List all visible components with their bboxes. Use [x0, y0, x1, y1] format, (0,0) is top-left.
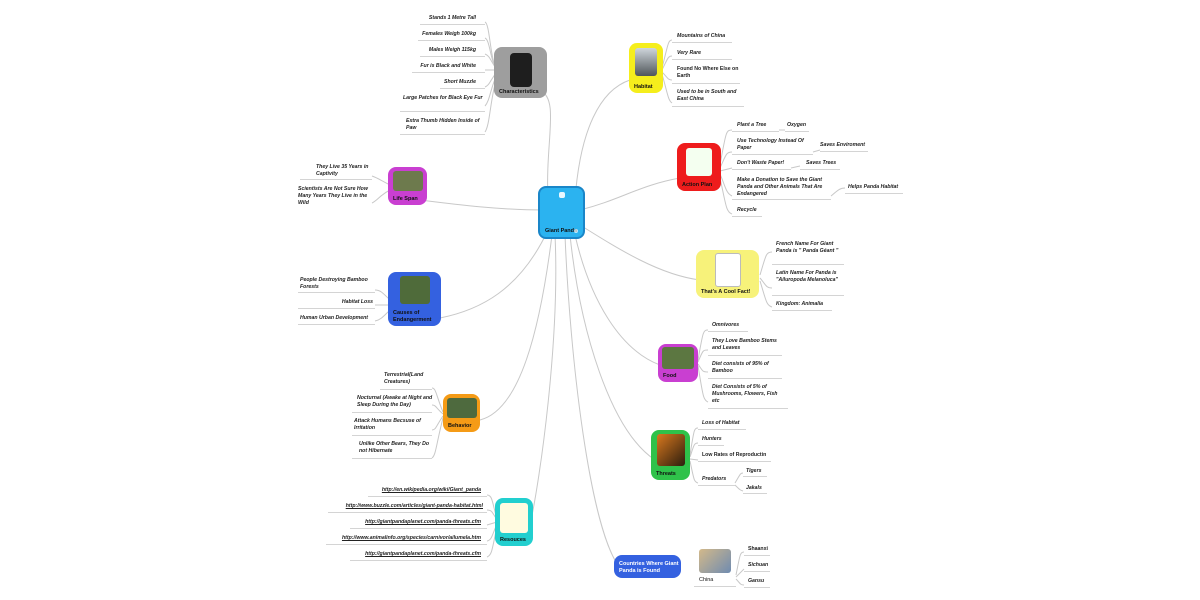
- leaf-text: They Live 35 Years in Captivity: [316, 164, 369, 177]
- collapse-icon[interactable]: [574, 229, 578, 233]
- panda-photo-icon: [392, 171, 423, 191]
- leaf-text: Females Weigh 100kg: [422, 31, 476, 37]
- mountain-icon: [635, 48, 657, 76]
- branch-characteristics[interactable]: Characteristics: [494, 47, 547, 98]
- panda-photo-icon: [446, 398, 477, 418]
- branch-label: Resouces: [500, 536, 526, 543]
- leaf-text: Shaanxi: [748, 546, 768, 552]
- leaf-text: People Destroying Bamboo Forests: [300, 277, 368, 290]
- leaf-text: Fur is Black and White: [420, 63, 476, 69]
- lightbulb-icon: [500, 503, 528, 533]
- leaf-text: Hunters: [702, 436, 722, 442]
- branch-label: Life Span: [393, 195, 418, 202]
- branch-action-plan[interactable]: Action Plan: [677, 143, 721, 191]
- leaf-text: Extra Thumb Hidden Inside of Paw: [406, 118, 480, 131]
- branch-cool-fact[interactable]: That's A Cool Fact!: [696, 250, 759, 298]
- leaf-text: Loss of Habitat: [702, 420, 740, 426]
- leaf-text: Very Rare: [677, 50, 702, 56]
- leaf-text: Saves Trees: [806, 160, 837, 166]
- leaf-text: Nocturnal (Awake at Night and Sleep Duri…: [357, 395, 433, 408]
- leaf-text: Large Patches for Black Eye Fur: [403, 95, 483, 101]
- leaf-text: Males Weigh 115kg: [428, 47, 476, 53]
- central-node-label: Giant Panda: [545, 227, 578, 234]
- resource-link[interactable]: http://giantpandaplanet.com/panda-threat…: [365, 551, 481, 557]
- leaf-text: Diet Consists of 5% of Mushrooms, Flower…: [712, 384, 778, 404]
- leaf-text: Sichuan: [748, 562, 769, 568]
- resource-link[interactable]: http://www.buzzle.com/articles/giant-pan…: [345, 503, 483, 509]
- branch-life-span[interactable]: Life Span: [388, 167, 427, 205]
- branch-label: Characteristics: [499, 88, 539, 95]
- branch-threats[interactable]: Threats: [651, 430, 690, 480]
- leaf-text: Habitat Loss: [341, 299, 373, 305]
- leaf-text: Diet consists of 95% of Bamboo: [712, 361, 769, 374]
- leaf-text: Latin Name For Panda is "Ailuropoda Mela…: [776, 270, 838, 283]
- branch-habitat[interactable]: Habitat: [629, 43, 663, 93]
- map-icon: [699, 549, 731, 573]
- branch-behavior[interactable]: Behavior: [443, 394, 480, 432]
- branch-label: Countries Where Giant Panda is Found: [619, 561, 679, 574]
- branch-food[interactable]: Food: [658, 344, 698, 382]
- branch-label: Action Plan: [682, 181, 713, 188]
- leaf-text: Oxygen: [787, 122, 807, 128]
- resource-link[interactable]: http://en.wikipedia.org/wiki/Giant_panda: [381, 487, 481, 493]
- panda-sketch-icon: [714, 253, 741, 287]
- leaf-text: Jakals: [746, 485, 762, 491]
- leaf-text: Don't Waste Paper!: [737, 160, 785, 166]
- leaf-text: Make a Donation to Save the Giant Panda …: [737, 177, 823, 197]
- leaf-text: Low Rates of Reproductin: [702, 452, 767, 458]
- leaf-text: Helps Panda Habitat: [848, 184, 899, 190]
- branch-label: That's A Cool Fact!: [701, 288, 751, 295]
- branch-countries[interactable]: Countries Where Giant Panda is Found: [614, 555, 681, 578]
- branch-causes-of-endangerment[interactable]: Causes of Endangerment: [388, 272, 441, 326]
- leaf-text: Stands 1 Metre Tall: [428, 15, 476, 21]
- branch-label: Threats: [656, 470, 676, 477]
- leaf-text: Recycle: [737, 207, 757, 213]
- sub-node-china[interactable]: China: [694, 546, 736, 586]
- panda-icon: [558, 192, 565, 198]
- resource-link[interactable]: http://giantpandaplanet.com/panda-threat…: [365, 519, 481, 525]
- branch-resources[interactable]: Resouces: [495, 498, 533, 546]
- panda-photo-icon: [399, 276, 430, 304]
- branch-label: Behavior: [448, 422, 472, 429]
- leaf-text: Human Urban Development: [300, 315, 369, 321]
- leaf-text: Mountains of China: [677, 33, 726, 39]
- leaf-text: Use Technology Instead Of Paper: [737, 138, 804, 151]
- leaf-text: Tigers: [746, 468, 762, 474]
- leaf-text: Scientists Are Not Sure How Many Years T…: [298, 186, 368, 206]
- branch-label: Food: [663, 372, 677, 379]
- leaf-text: French Name For Giant Panda is " Panda G…: [776, 241, 839, 254]
- leaf-text: Kingdom: Animalia: [776, 301, 824, 307]
- leaf-text: Used to be in South and East China: [677, 89, 737, 102]
- leaf-text: Plant a Tree: [737, 122, 767, 128]
- resource-link[interactable]: http://www.animalinfo.org/species/carniv…: [341, 535, 481, 541]
- china-label: China: [699, 576, 714, 583]
- leaf-text: Short Muzzle: [444, 79, 476, 85]
- central-node-giant-panda[interactable]: Giant Panda: [538, 186, 585, 239]
- leaf-text: Omnivores: [712, 322, 740, 328]
- leaf-text: Saves Enviroment: [820, 142, 865, 148]
- tiger-icon: [656, 434, 685, 466]
- leaf-text: Predators: [702, 476, 727, 482]
- leaf-text: Terrestrial(Land Creatures): [384, 372, 424, 385]
- leaf-text: Attack Humans Becsuse of Irritation: [354, 418, 421, 431]
- leaf-text: Found No Where Else on Earth: [677, 66, 739, 79]
- leaf-text: Gansu: [748, 578, 765, 584]
- leaf-text: They Love Bamboo Stems and Leaves: [712, 338, 777, 351]
- panda-photo-icon: [662, 347, 694, 369]
- branch-label: Habitat: [634, 83, 653, 90]
- branch-label: Causes of Endangerment: [393, 310, 432, 323]
- panda-paw-icon: [509, 53, 532, 87]
- leaf-text: Unlike Other Bears, They Do not Hibernat…: [359, 441, 430, 454]
- earth-plant-icon: [686, 148, 712, 176]
